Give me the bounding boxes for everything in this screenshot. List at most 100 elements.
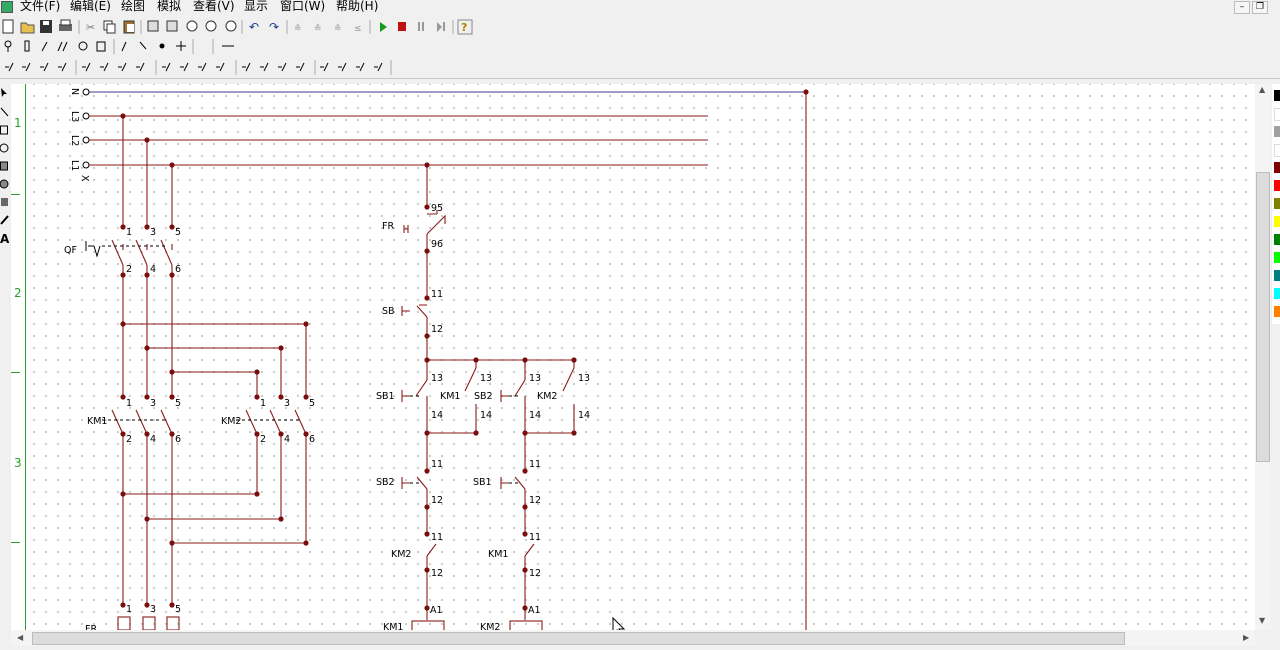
color-swatch[interactable]: [1274, 216, 1280, 227]
menu-view[interactable]: 查看(V): [193, 0, 235, 13]
timer-contact-4-icon[interactable]: [216, 62, 225, 72]
restore-icon[interactable]: ❐: [1252, 1, 1268, 14]
copy-icon[interactable]: [103, 20, 116, 34]
app-icon[interactable]: [1, 1, 13, 13]
terminal-label: 12: [431, 568, 443, 579]
menu-display[interactable]: 显示: [244, 0, 269, 13]
menu-edit[interactable]: 编辑(E): [70, 0, 111, 13]
zoom-out-icon[interactable]: [205, 20, 217, 32]
zoom-all-icon[interactable]: [225, 20, 237, 32]
timer-contact-8-icon[interactable]: [296, 62, 305, 72]
aux-contact-4-icon[interactable]: [374, 62, 383, 72]
eyedropper-icon[interactable]: [0, 215, 9, 225]
timer-contact-3-icon[interactable]: [198, 62, 207, 72]
contact-no-icon[interactable]: [121, 41, 127, 52]
aux-contact-2-icon[interactable]: [338, 62, 347, 72]
scroll-up-icon[interactable]: ▲: [1259, 85, 1266, 94]
color-swatch[interactable]: [1274, 126, 1280, 137]
aux-contact-3-icon[interactable]: [356, 62, 365, 72]
text-tool-icon[interactable]: A: [0, 232, 10, 246]
zoom-window-icon[interactable]: [147, 20, 159, 32]
menu-file[interactable]: 文件(F): [20, 0, 61, 13]
open-folder-icon[interactable]: [20, 22, 35, 34]
align-top-icon[interactable]: ≤: [354, 24, 362, 34]
timer-contact-6-icon[interactable]: [260, 62, 269, 72]
fill-bucket-icon[interactable]: [1, 198, 8, 206]
pointer-icon[interactable]: [1, 88, 7, 97]
play-icon[interactable]: [380, 22, 387, 32]
color-swatch[interactable]: [1274, 144, 1280, 157]
relay-contact-4-icon[interactable]: [58, 62, 67, 72]
relay-contact-7-icon[interactable]: [118, 62, 127, 72]
color-swatch[interactable]: [1274, 108, 1280, 121]
terminal-label: 6: [175, 434, 181, 445]
fuse-icon[interactable]: [24, 40, 30, 52]
cut-icon[interactable]: ✂: [86, 21, 95, 34]
relay-contact-6-icon[interactable]: [100, 62, 109, 72]
timer-contact-5-icon[interactable]: [242, 62, 251, 72]
align-center-icon[interactable]: ≙: [314, 23, 322, 34]
horizontal-scroll-thumb[interactable]: [32, 632, 1125, 645]
ellipse-tool-icon[interactable]: [0, 143, 9, 153]
timer-contact-1-icon[interactable]: [162, 62, 171, 72]
motor-icon[interactable]: [78, 41, 88, 51]
relay-contact-8-icon[interactable]: [136, 62, 145, 72]
redo-icon[interactable]: ↷: [269, 20, 279, 34]
relay-contact-1-icon[interactable]: [5, 62, 14, 72]
color-swatch[interactable]: [1274, 270, 1280, 281]
vertical-scroll-thumb[interactable]: [1256, 172, 1270, 462]
menu-help[interactable]: 帮助(H): [336, 0, 379, 13]
color-swatch[interactable]: [1274, 306, 1280, 317]
menu-draw[interactable]: 绘图: [121, 0, 146, 13]
align-left-icon[interactable]: ≙: [294, 23, 302, 34]
coil-icon[interactable]: [96, 41, 106, 52]
color-swatch[interactable]: [1274, 234, 1280, 245]
color-swatch[interactable]: [1274, 252, 1280, 263]
line-tool-icon[interactable]: [0, 107, 9, 117]
zoom-fit-icon[interactable]: [166, 20, 178, 32]
relay-contact-3-icon[interactable]: [40, 62, 49, 72]
timer-contact-2-icon[interactable]: [180, 62, 189, 72]
horizontal-scrollbar[interactable]: ◀ ▶: [11, 630, 1255, 646]
timer-contact-7-icon[interactable]: [278, 62, 287, 72]
color-swatch[interactable]: [1274, 198, 1280, 209]
vertical-scrollbar[interactable]: ▲ ▼: [1255, 84, 1271, 630]
undo-icon[interactable]: ↶: [249, 20, 259, 34]
pause-icon[interactable]: [418, 22, 424, 31]
step-icon[interactable]: [437, 22, 445, 32]
save-icon[interactable]: [40, 20, 52, 33]
scroll-down-icon[interactable]: ▼: [1259, 616, 1266, 625]
print-icon[interactable]: [59, 19, 72, 31]
filled-ellipse-tool-icon[interactable]: [0, 179, 9, 189]
junction-node: [169, 540, 175, 546]
zoom-in-icon[interactable]: [186, 20, 198, 32]
new-file-icon[interactable]: [2, 19, 14, 34]
scroll-right-icon[interactable]: ▶: [1243, 633, 1250, 642]
help-icon[interactable]: ?: [457, 19, 473, 35]
multi-switch-icon[interactable]: [57, 41, 68, 52]
relay-contact-2-icon[interactable]: [22, 62, 31, 72]
color-swatch[interactable]: [1274, 288, 1280, 299]
contact-nc-icon[interactable]: [139, 41, 147, 50]
color-swatch[interactable]: [1274, 90, 1280, 101]
relay-contact-5-icon[interactable]: [82, 62, 91, 72]
align-right-icon[interactable]: ≙: [334, 23, 342, 34]
terminal-label: 5: [309, 398, 315, 409]
stop-icon[interactable]: [398, 22, 406, 31]
menu-window[interactable]: 窗口(W): [280, 0, 326, 13]
scroll-left-icon[interactable]: ◀: [17, 633, 24, 642]
component-toolbar: [0, 37, 1280, 56]
color-swatch[interactable]: [1274, 162, 1280, 173]
menu-simulate[interactable]: 模拟: [157, 0, 182, 13]
minimize-icon[interactable]: –: [1234, 1, 1250, 14]
color-swatch[interactable]: [1274, 180, 1280, 191]
terminal-icon[interactable]: [176, 41, 186, 51]
rectangle-tool-icon[interactable]: [0, 125, 8, 135]
schematic-canvas[interactable]: N L3 L2 L1 X QF KM1 KM2 FR FR SB SB1 KM1…: [26, 84, 1255, 630]
switch-icon[interactable]: [41, 41, 48, 52]
aux-contact-1-icon[interactable]: [320, 62, 329, 72]
filled-rect-tool-icon[interactable]: [0, 161, 8, 171]
lamp-icon[interactable]: [4, 40, 12, 52]
paste-icon[interactable]: [123, 20, 135, 34]
node-icon[interactable]: [159, 43, 165, 49]
